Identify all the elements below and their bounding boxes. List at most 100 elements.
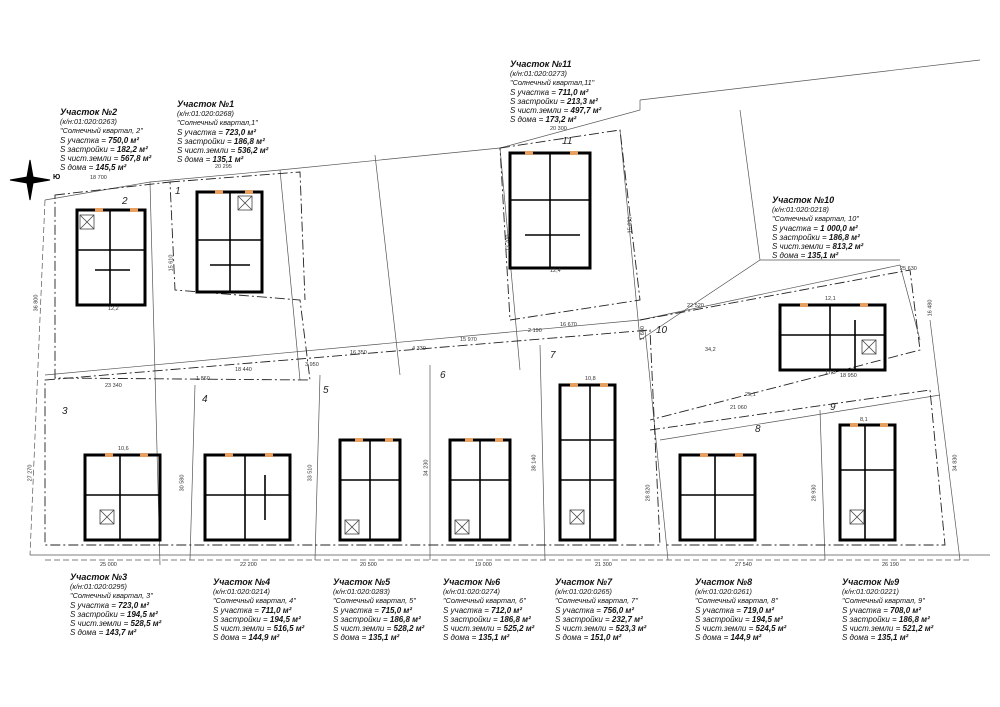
dimension-label: 21 060: [730, 405, 747, 411]
dimension-label: 25 000: [100, 562, 117, 568]
house-8: [678, 453, 757, 542]
lot-kad: (к/н:01:020:0268): [177, 109, 234, 119]
dimension-label: 15 610: [168, 254, 175, 272]
s-build-label: S застройки =: [555, 614, 612, 624]
s-house-label: S дома =: [842, 633, 878, 643]
dimension-label: 36 800: [33, 294, 40, 312]
s-build-label: S застройки =: [177, 136, 234, 146]
s-build-value: 182,2 м²: [116, 144, 148, 154]
lot-quarter: "Солнечный квартал,11": [510, 78, 595, 88]
lot-kad: (к/н:01:020:0283): [333, 587, 390, 597]
s-clean-value: 813,2 м²: [832, 242, 864, 252]
s-house-value: 135,1 м²: [877, 633, 909, 643]
lot-quarter: "Солнечный квартал, 4": [213, 596, 296, 606]
s-lot-label: S участка =: [695, 605, 744, 615]
s-build-value: 186,8 м²: [828, 232, 860, 242]
s-clean-value: 521,2 м²: [902, 624, 934, 634]
lot-number-3: 3: [62, 406, 68, 417]
dimension-label: 18 700: [90, 175, 107, 181]
s-build-value: 232,7 м²: [611, 614, 643, 624]
dimension-label: 10,6: [118, 446, 129, 452]
s-build-value: 213,3 м²: [566, 96, 598, 106]
dimension-label: 34 830: [952, 454, 959, 472]
lot-info-2: Участок №2 (к/н:01:020:0263) "Солнечный …: [60, 107, 152, 172]
s-build-label: S застройки =: [842, 614, 899, 624]
s-clean-value: 528,5 м²: [130, 619, 162, 629]
lot-number-11: 11: [562, 136, 573, 147]
dimension-label: 28 820: [645, 484, 652, 502]
lot-info-6: Участок №6 (к/н:01:020:0274) "Солнечный …: [443, 577, 534, 642]
s-lot-value: 750,0 м²: [108, 135, 139, 145]
s-clean-label: S чист.земли =: [333, 624, 394, 634]
lot-title: Участок №5: [333, 577, 391, 587]
dimension-label: 1 860: [196, 376, 210, 382]
s-clean-value: 523,3 м²: [615, 624, 647, 634]
lot-number-9: 9: [830, 402, 836, 413]
lot-title: Участок №8: [695, 577, 753, 587]
lot-info-10: Участок №10 (к/н:01:020:0218) "Солнечный…: [772, 195, 864, 260]
s-house-label: S дома =: [70, 628, 106, 638]
s-house-value: 144,9 м²: [248, 633, 280, 643]
s-lot-value: 756,0 м²: [603, 605, 634, 615]
dimension-label: 16 670: [560, 322, 577, 328]
s-lot-label: S участка =: [510, 87, 559, 97]
dimension-label: 13 700: [505, 234, 512, 252]
dimension-label: 12,1: [825, 296, 836, 302]
lot-quarter: "Солнечный квартал, 2": [60, 126, 143, 136]
lot-kad: (к/н:01:020:0261): [695, 587, 752, 597]
s-house-label: S дома =: [695, 633, 731, 643]
lot-kad: (к/н:01:020:0214): [213, 587, 270, 597]
s-lot-label: S участка =: [177, 127, 226, 137]
s-clean-value: 567,8 м²: [120, 154, 152, 164]
lot-title: Участок №10: [772, 195, 835, 205]
lot-quarter: "Солнечный квартал,1": [177, 118, 258, 128]
lot-info-9: Участок №9 (к/н:01:020:0221) "Солнечный …: [842, 577, 934, 643]
s-lot-label: S участка =: [213, 605, 262, 615]
lot-title: Участок №9: [842, 577, 900, 587]
s-lot-value: 711,0 м²: [261, 605, 292, 615]
dimension-label: 20 300: [550, 126, 567, 132]
house-7: [558, 383, 617, 542]
s-clean-label: S чист.земли =: [772, 242, 833, 252]
dimension-label: 4 330: [412, 346, 426, 352]
s-lot-value: 712,0 м²: [491, 605, 522, 615]
s-house-value: 135,1 м²: [368, 633, 400, 643]
lot-quarter: "Солнечный квартал, 10": [772, 214, 859, 224]
dimension-label: 34 230: [423, 459, 430, 477]
s-lot-label: S участка =: [842, 605, 891, 615]
lot-number-4: 4: [202, 394, 208, 405]
dimension-label: 27 270: [27, 464, 34, 482]
s-clean-value: 516,5 м²: [273, 624, 305, 634]
s-lot-value: 723,0 м²: [118, 600, 149, 610]
s-clean-label: S чист.земли =: [842, 624, 903, 634]
lot-number-5: 5: [323, 385, 329, 396]
lot-title: Участок №6: [443, 577, 501, 587]
lot-info-8: Участок №8 (к/н:01:020:0261) "Солнечный …: [695, 577, 787, 643]
lot-title: Участок №3: [70, 572, 128, 582]
dimension-label: 12,2: [108, 306, 119, 312]
s-build-value: 194,5 м²: [269, 614, 301, 624]
house-2: [75, 208, 147, 307]
lot-title: Участок №11: [510, 59, 572, 69]
house-10: [778, 303, 887, 372]
lot-number-7: 7: [550, 350, 556, 361]
s-clean-value: 536,2 м²: [237, 146, 269, 156]
lot-number-8: 8: [755, 424, 761, 435]
dimension-label: 20 295: [215, 164, 232, 170]
s-build-label: S застройки =: [60, 144, 117, 154]
lot-quarter: "Солнечный квартал, 5": [333, 596, 416, 606]
compass-icon: [9, 159, 51, 201]
s-build-value: 186,8 м²: [233, 136, 265, 146]
s-build-label: S застройки =: [443, 614, 500, 624]
dimension-label: 38 140: [531, 454, 538, 472]
lot-kad: (к/н:01:020:0221): [842, 587, 899, 597]
lot-info-1: Участок №1 (к/н:01:020:0268) "Солнечный …: [177, 99, 269, 164]
s-lot-label: S участка =: [333, 605, 382, 615]
dimension-label: 17,3: [825, 370, 836, 376]
s-build-label: S застройки =: [772, 232, 829, 242]
s-clean-value: 524,5 м²: [755, 624, 787, 634]
lot-info-7: Участок №7 (к/н:01:020:0265) "Солнечный …: [555, 577, 647, 642]
lot-number-2: 2: [122, 196, 128, 207]
